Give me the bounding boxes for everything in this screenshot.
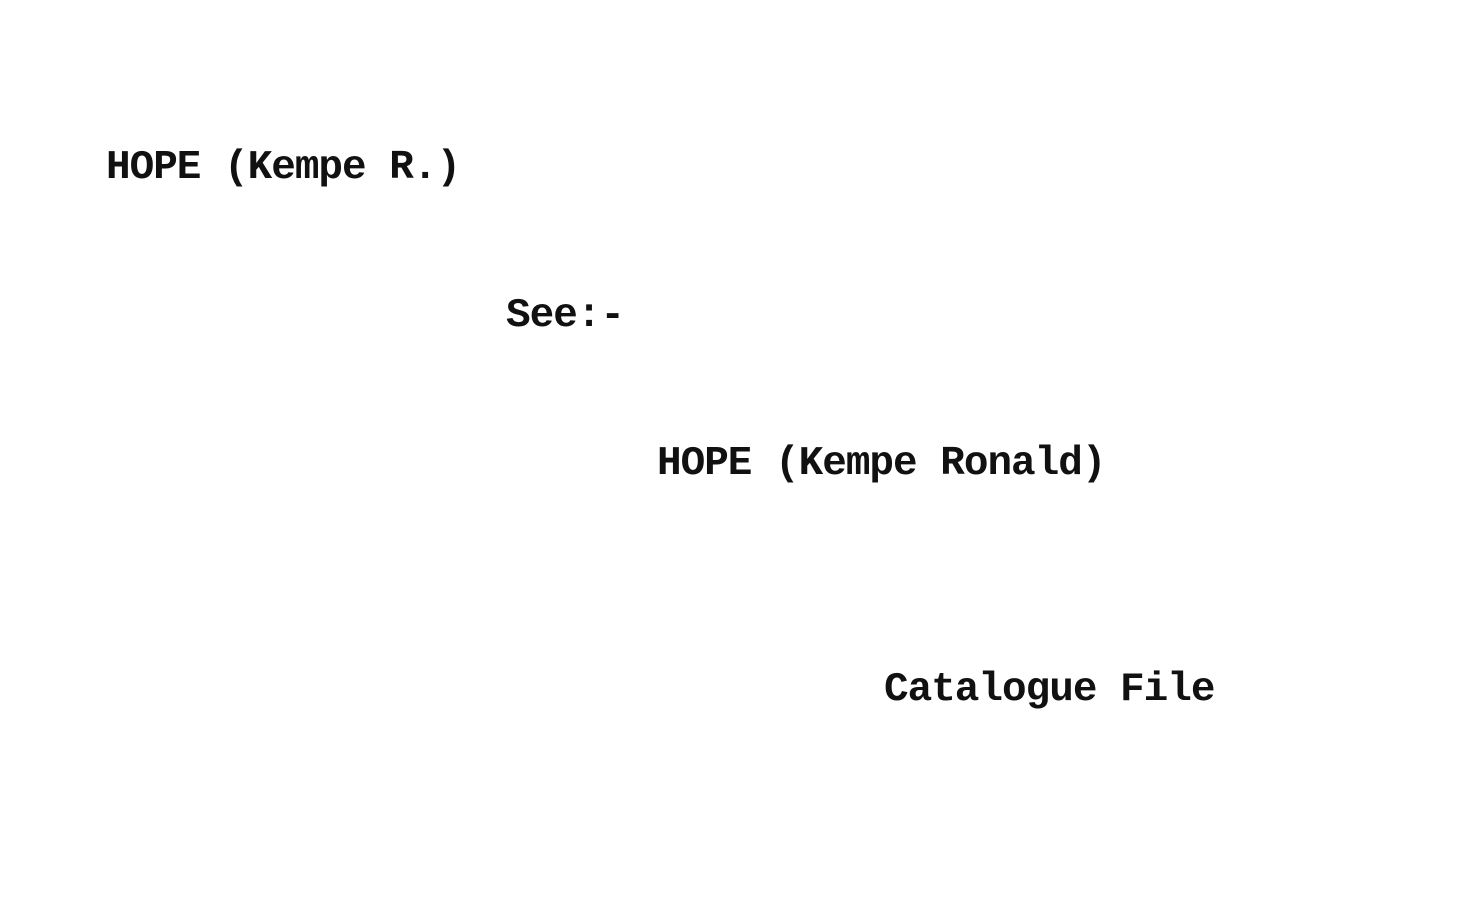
cross-reference-entry: HOPE (Kempe Ronald) bbox=[657, 441, 1106, 487]
see-label: See:- bbox=[506, 293, 625, 339]
catalogue-file-note: Catalogue File bbox=[884, 667, 1215, 713]
card-heading: HOPE (Kempe R.) bbox=[106, 145, 461, 191]
